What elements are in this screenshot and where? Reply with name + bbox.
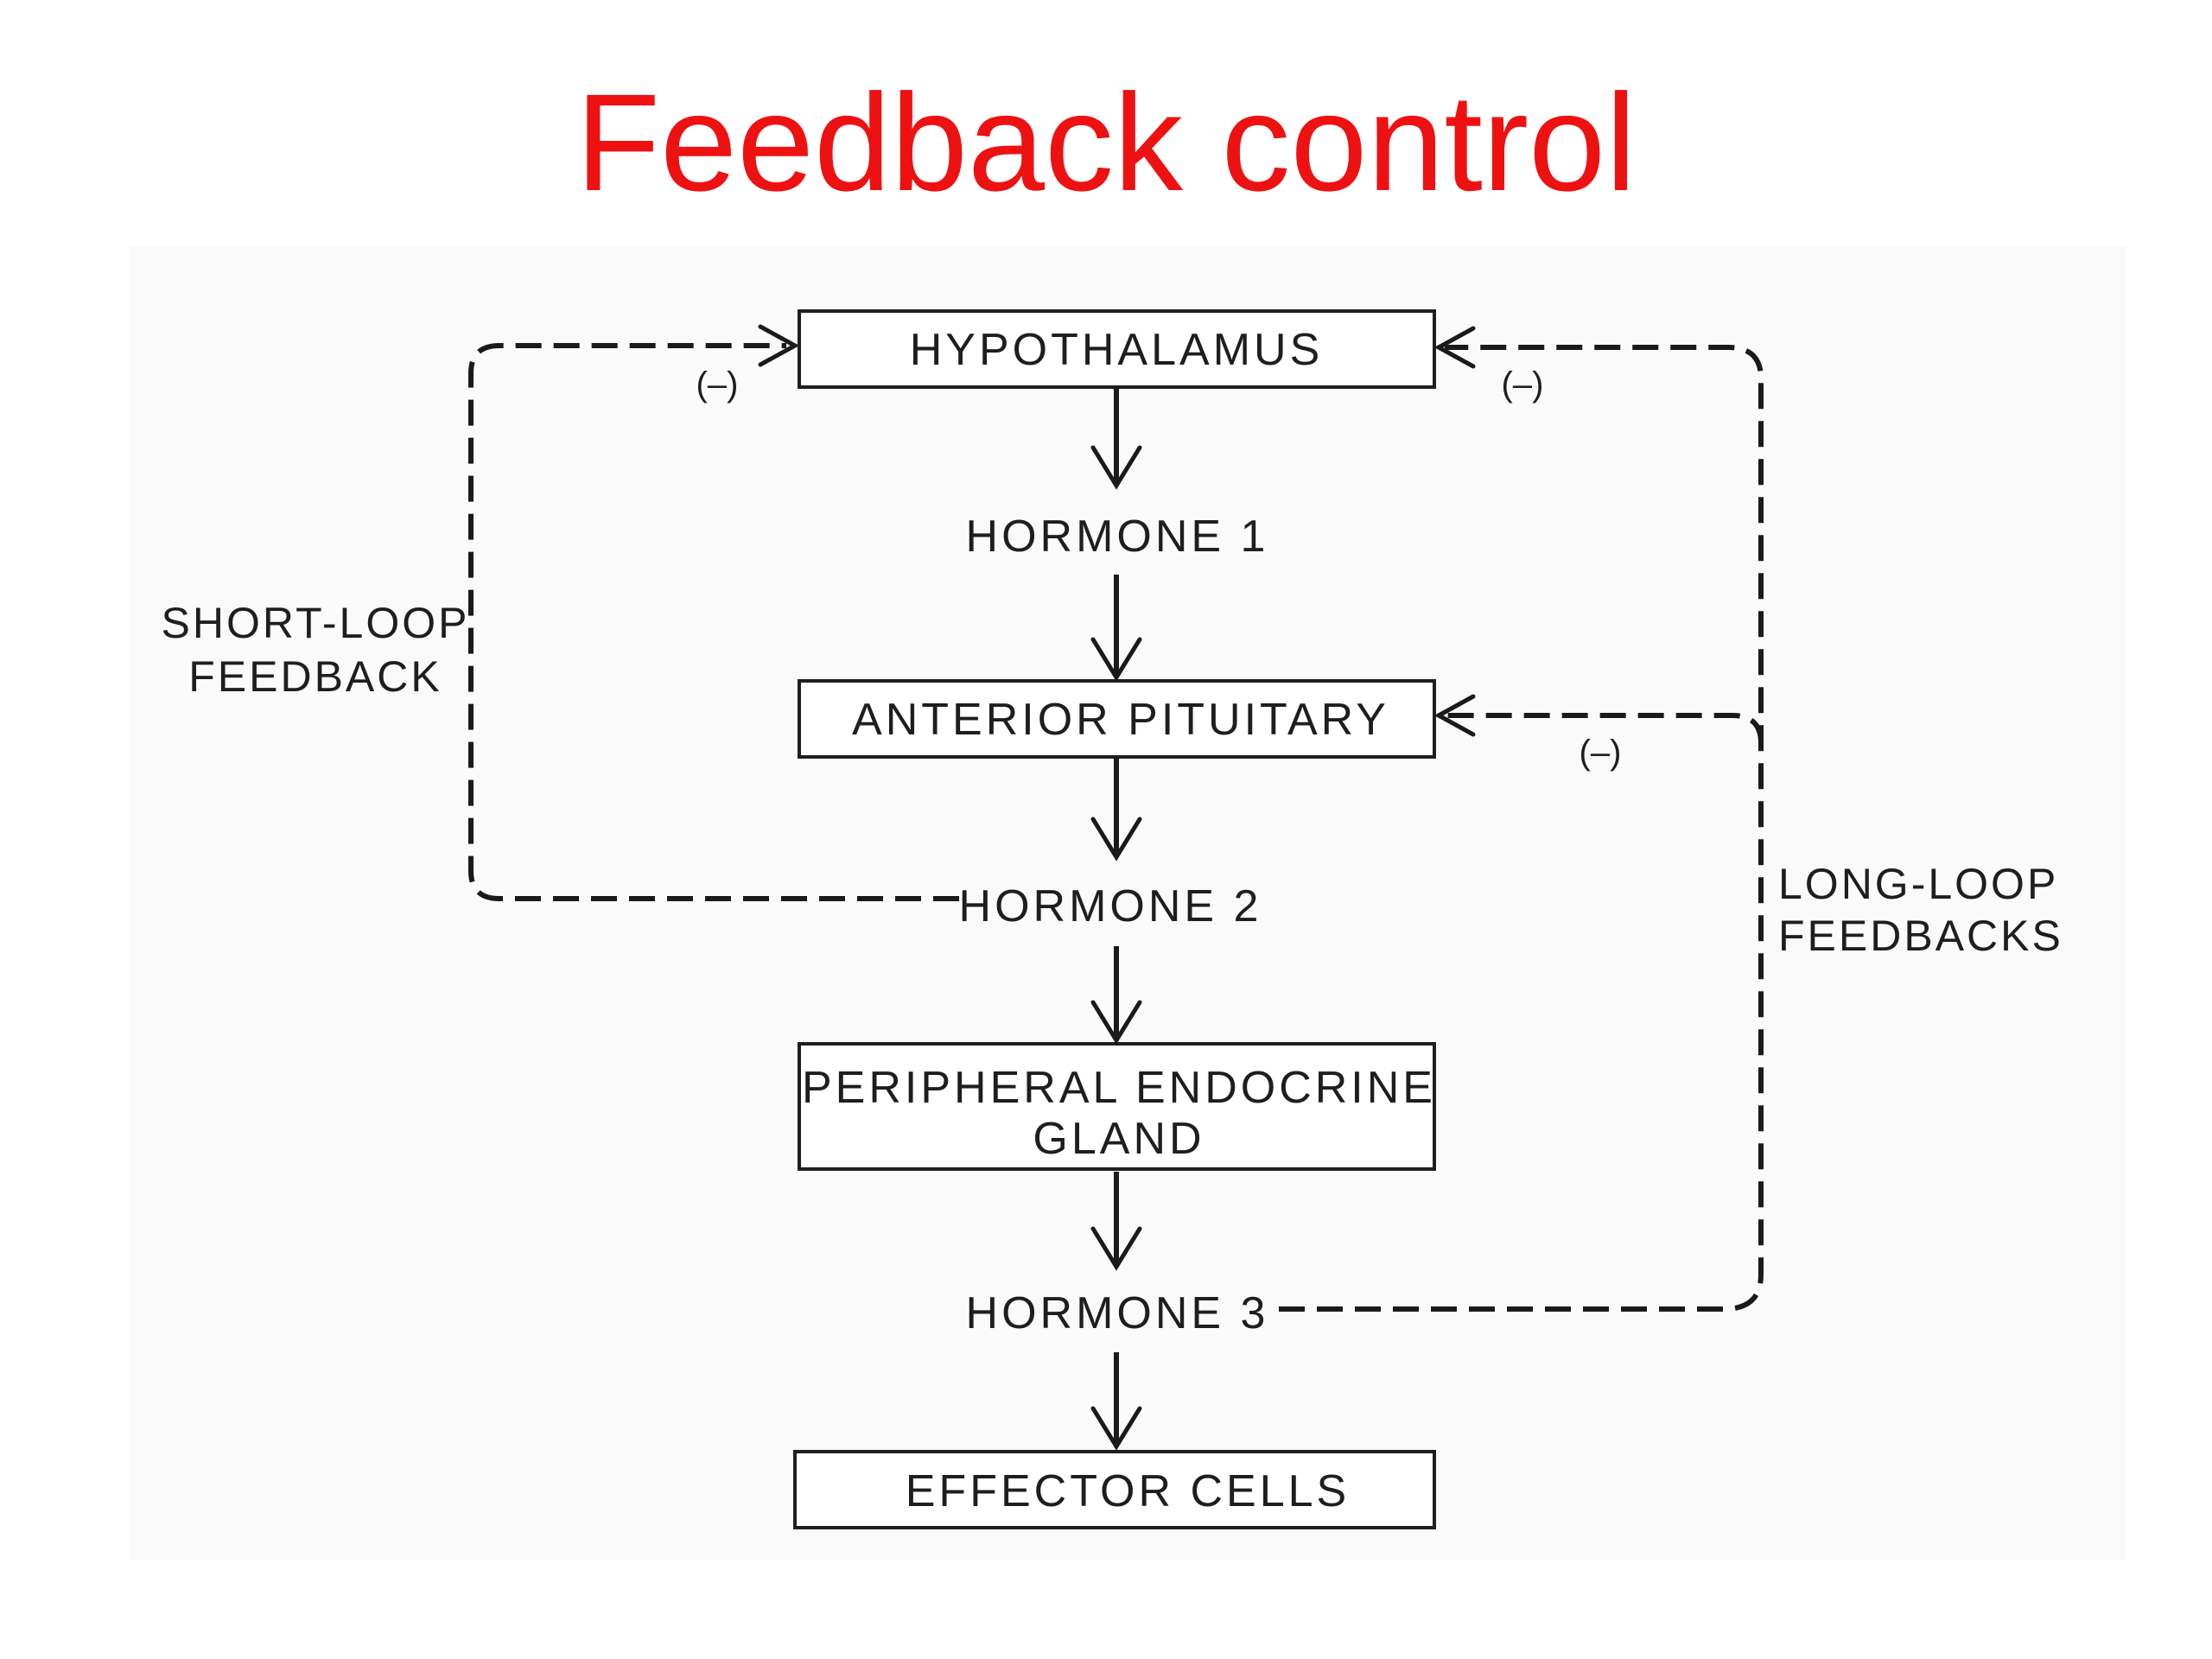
arrow-hormone-2-to-peripheral-gland bbox=[1090, 946, 1142, 1045]
long-loop-hypothalamus-arrowhead bbox=[1433, 326, 1476, 369]
node-effector-cells: EFFECTOR CELLS bbox=[793, 1450, 1436, 1529]
long-loop-feedback-line bbox=[1279, 326, 1764, 1312]
short-loop-inhibition-sign: (–) bbox=[696, 365, 739, 404]
long-loop-pituitary-inhibition-sign: (–) bbox=[1580, 734, 1622, 772]
node-box-effector-cells bbox=[793, 1450, 1436, 1529]
short-loop-label-line2: FEEDBACK bbox=[188, 652, 442, 701]
node-box-hypothalamus bbox=[798, 309, 1436, 389]
node-hypothalamus: HYPOTHALAMUS bbox=[798, 309, 1436, 389]
short-loop-label-line1: SHORT-LOOP bbox=[162, 599, 470, 647]
arrow-hypothalamus-to-hormone-1 bbox=[1090, 389, 1142, 490]
node-anterior-pituitary: ANTERIOR PITUITARY bbox=[798, 679, 1436, 759]
short-loop-arrowhead bbox=[758, 324, 800, 367]
long-loop-pituitary-arrowhead bbox=[1433, 694, 1476, 737]
node-peripheral-endocrine-gland: PERIPHERAL ENDOCRINE GLAND bbox=[798, 1042, 1436, 1171]
node-box-anterior-pituitary bbox=[798, 679, 1436, 759]
node-label-peripheral-line2: GLAND bbox=[1033, 1114, 1205, 1164]
arrow-hormone-3-to-effector-cells bbox=[1090, 1352, 1142, 1451]
arrow-anterior-pituitary-to-hormone-2 bbox=[1090, 759, 1142, 861]
hormone-1-label: HORMONE 1 bbox=[966, 512, 1269, 562]
node-label-hypothalamus: HYPOTHALAMUS bbox=[910, 325, 1324, 375]
long-loop-label-line2: FEEDBACKS bbox=[1778, 912, 2063, 960]
node-box-peripheral-endocrine-gland bbox=[798, 1042, 1436, 1171]
short-loop-feedback-line bbox=[468, 324, 959, 901]
slide-title: Feedback control bbox=[575, 65, 1637, 219]
node-label-peripheral-line1: PERIPHERAL ENDOCRINE bbox=[802, 1063, 1436, 1113]
arrow-peripheral-gland-to-hormone-3 bbox=[1090, 1172, 1142, 1271]
hormone-3-label: HORMONE 3 bbox=[966, 1288, 1269, 1338]
long-loop-label-line1: LONG-LOOP bbox=[1778, 860, 2058, 908]
long-loop-pituitary-branch bbox=[1433, 694, 1764, 744]
node-label-anterior-pituitary: ANTERIOR PITUITARY bbox=[852, 695, 1389, 745]
long-loop-hypothalamus-inhibition-sign: (–) bbox=[1502, 365, 1544, 404]
hormone-2-label: HORMONE 2 bbox=[959, 881, 1262, 931]
node-label-effector-cells: EFFECTOR CELLS bbox=[906, 1466, 1350, 1516]
arrow-hormone-1-to-anterior-pituitary bbox=[1090, 575, 1142, 682]
